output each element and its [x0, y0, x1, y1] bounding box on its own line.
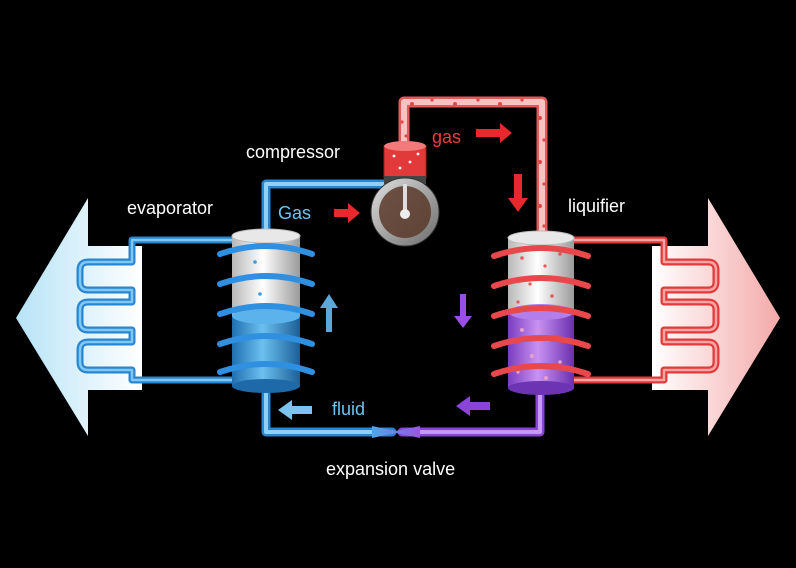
compressor-label: compressor: [246, 142, 341, 162]
fluid-label: fluid: [332, 399, 366, 419]
flow-arrow-icon: [476, 123, 512, 143]
flow-arrows: [278, 123, 528, 420]
compressor-unit: [370, 141, 440, 247]
expansion-valve: [372, 426, 420, 438]
evaporator-helix: [217, 243, 315, 375]
liquifier-vessel: [507, 230, 575, 395]
liquifier-label: liquifier: [568, 196, 626, 216]
flow-arrow-icon: [320, 294, 338, 332]
flow-arrow-icon: [334, 203, 360, 223]
expansion-valve-label: expansion valve: [326, 459, 456, 479]
gas-outlet-label: gas: [432, 127, 462, 147]
evaporator-label: evaporator: [127, 198, 214, 218]
liquifier-helix: [491, 245, 591, 377]
flow-arrow-icon: [454, 294, 472, 328]
flow-arrow-icon: [278, 400, 312, 420]
gas-bubbles: [400, 98, 546, 228]
gas-inlet-label: Gas: [278, 203, 312, 223]
evaporator-coil: [76, 236, 236, 384]
flow-arrow-icon: [456, 396, 490, 416]
liquifier-coil: [560, 236, 720, 384]
flow-arrow-icon: [508, 174, 528, 212]
refrigerant-pipes: [261, 96, 548, 437]
